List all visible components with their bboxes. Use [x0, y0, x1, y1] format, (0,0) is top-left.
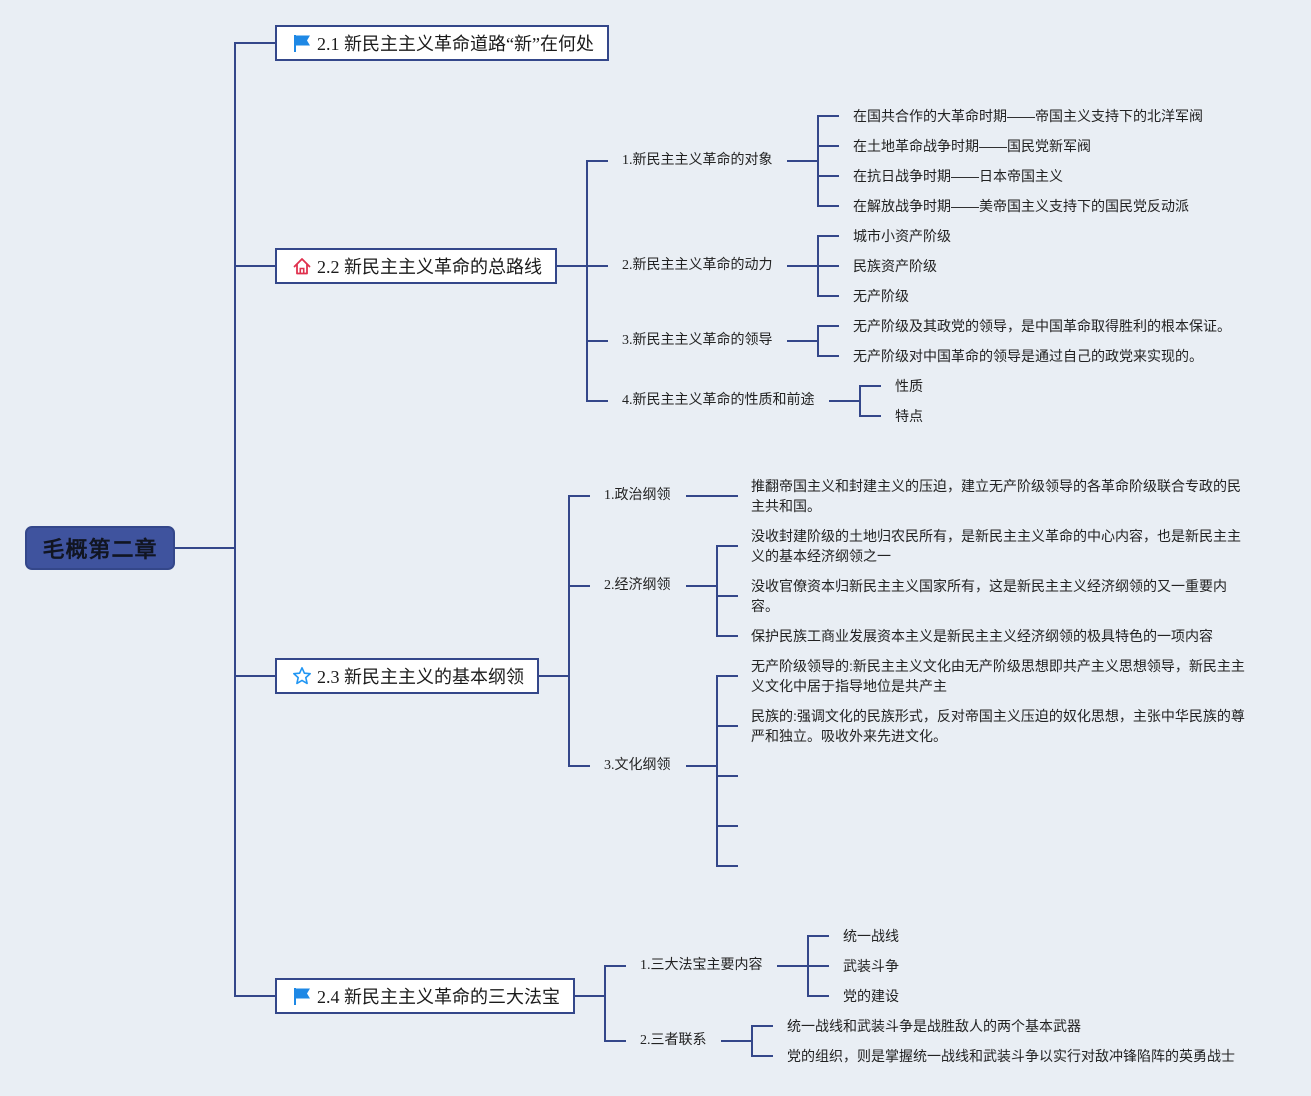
leaf-topic[interactable]: 推翻帝国主义和封建主义的压迫，建立无产阶级领导的各革命阶级联合专政的民主共和国。: [751, 478, 1241, 514]
leaf-topic[interactable]: 党的建设: [843, 988, 899, 1004]
leaf-topic[interactable]: 特点: [895, 408, 923, 424]
flag-icon: [292, 33, 312, 53]
subtopic-2-2-1[interactable]: 1.新民主主义革命的对象: [622, 153, 773, 168]
leaf-topic[interactable]: 无产阶级领导的:新民主主义文化由无产阶级思想即共产主义思想领导，新民主主义文化中…: [751, 658, 1245, 694]
leaf-topic[interactable]: 在抗日战争时期——日本帝国主义: [853, 168, 1063, 184]
subtopic-2-4-1[interactable]: 1.三大法宝主要内容: [640, 958, 763, 973]
topic-2-3[interactable]: 2.3 新民主主义的基本纲领: [275, 658, 539, 694]
leaf-topic[interactable]: 在国共合作的大革命时期——帝国主义支持下的北洋军阀: [853, 108, 1203, 124]
connector-2-3-2-leaves: [686, 545, 738, 637]
topic-2-4[interactable]: 2.4 新民主主义革命的三大法宝: [275, 978, 575, 1014]
subtopic-2-2-3[interactable]: 3.新民主主义革命的领导: [622, 333, 773, 348]
topic-label: 2.2 新民主主义革命的总路线: [317, 257, 542, 277]
topic-label: 2.1 新民主主义革命道路“新”在何处: [317, 34, 594, 54]
subtopic-2-3-3[interactable]: 3.文化纲领: [604, 758, 671, 773]
topic-label: 2.4 新民主主义革命的三大法宝: [317, 987, 560, 1007]
connector-2-2-subtopics: [556, 160, 608, 402]
topic-2-2[interactable]: 2.2 新民主主义革命的总路线: [275, 248, 557, 284]
connector-2-2-4-leaves: [829, 385, 881, 417]
leaf-topic[interactable]: 统一战线: [843, 928, 899, 944]
topic-label: 2.3 新民主主义的基本纲领: [317, 667, 524, 687]
connector-trunk: [234, 42, 276, 997]
connector-2-4-1-leaves: [777, 935, 829, 997]
house-icon: [292, 256, 312, 276]
connector-2-3-subtopics: [538, 495, 590, 767]
leaf-topic[interactable]: 在解放战争时期——美帝国主义支持下的国民党反动派: [853, 198, 1189, 214]
leaf-topic[interactable]: 无产阶级: [853, 288, 909, 304]
subtopic-2-2-4[interactable]: 4.新民主主义革命的性质和前途: [622, 393, 815, 408]
subtopic-2-3-1[interactable]: 1.政治纲领: [604, 488, 671, 503]
subtopic-2-4-2[interactable]: 2.三者联系: [640, 1033, 707, 1048]
subtopic-2-2-2[interactable]: 2.新民主主义革命的动力: [622, 258, 773, 273]
leaf-topic[interactable]: 没收封建阶级的土地归农民所有，是新民主主义革命的中心内容，也是新民主主义的基本经…: [751, 528, 1241, 564]
leaf-topic[interactable]: 城市小资产阶级: [853, 228, 951, 244]
leaf-topic[interactable]: 武装斗争: [843, 958, 899, 974]
connector-2-2-2-leaves: [787, 235, 839, 297]
connector-2-3-3-leaves: [686, 675, 738, 867]
subtopic-2-3-2[interactable]: 2.经济纲领: [604, 578, 671, 593]
star-icon: [292, 666, 312, 686]
connector-2-2-1-leaves: [787, 115, 839, 207]
leaf-topic[interactable]: 民族的:强调文化的民族形式，反对帝国主义压迫的奴化思想，主张中华民族的尊严和独立…: [751, 708, 1245, 744]
leaf-topic[interactable]: 在土地革命战争时期——国民党新军阀: [853, 138, 1091, 154]
flag-icon: [292, 986, 312, 1006]
central-topic-label: 毛概第二章: [42, 537, 158, 562]
central-topic[interactable]: 毛概第二章: [25, 526, 175, 570]
leaf-topic[interactable]: 统一战线和武装斗争是战胜敌人的两个基本武器: [787, 1018, 1081, 1034]
connector-2-4-2-leaves: [721, 1025, 773, 1057]
leaf-topic[interactable]: 无产阶级及其政党的领导，是中国革命取得胜利的根本保证。: [853, 318, 1231, 334]
leaf-topic[interactable]: 没收官僚资本归新民主主义国家所有，这是新民主主义经济纲领的又一重要内容。: [751, 578, 1227, 614]
leaf-topic[interactable]: 民族资产阶级: [853, 258, 937, 274]
topic-2-1[interactable]: 2.1 新民主主义革命道路“新”在何处: [275, 25, 609, 61]
leaf-topic[interactable]: 无产阶级对中国革命的领导是通过自己的政党来实现的。: [853, 348, 1203, 364]
leaf-topic[interactable]: 党的组织，则是掌握统一战线和武装斗争以实行对敌冲锋陷阵的英勇战士: [787, 1048, 1235, 1064]
leaf-topic[interactable]: 性质: [895, 378, 923, 394]
leaf-topic[interactable]: 保护民族工商业发展资本主义是新民主主义经济纲领的极具特色的一项内容: [751, 628, 1213, 644]
connector-2-4-subtopics: [574, 965, 626, 1042]
connector-2-2-3-leaves: [787, 325, 839, 357]
